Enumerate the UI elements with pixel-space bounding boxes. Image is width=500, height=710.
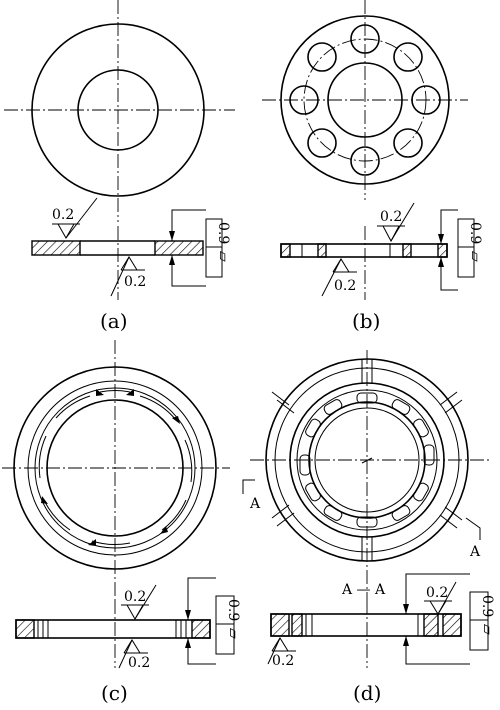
figure-caption: (d) <box>353 681 381 705</box>
tolerance-frame <box>438 209 475 291</box>
figure-d: A A A — A 0.2 0.2 <box>242 350 495 705</box>
figure-caption: (c) <box>101 681 128 705</box>
tolerance-frame <box>169 209 223 287</box>
figure-d-top-view <box>242 350 490 600</box>
roughness-value-top: 0.2 <box>52 207 74 223</box>
section-label: A — A <box>341 582 386 598</box>
figure-a: 0.2 0.2 0.9 ▱ (a) <box>4 0 235 333</box>
tolerance-value: 0.9 <box>215 222 231 244</box>
flatness-symbol: ▱ <box>215 251 231 262</box>
figure-a-section-view: 0.2 0.2 0.9 ▱ <box>31 197 231 300</box>
roughness-symbol-top <box>377 202 415 243</box>
figure-d-section-view: 0.2 0.2 0.9 ▱ <box>267 573 495 669</box>
figure-a-top-view <box>4 0 235 222</box>
roughness-symbol-top <box>121 584 157 621</box>
flatness-symbol: ▱ <box>467 251 483 262</box>
roughness-value-bottom: 0.2 <box>128 655 150 671</box>
tolerance-value: 0.9 <box>225 599 241 621</box>
tolerance-frame <box>403 573 489 665</box>
roughness-symbol-bottom <box>118 639 148 669</box>
roughness-value-top: 0.2 <box>124 589 146 605</box>
roughness-value-bottom: 0.2 <box>272 653 294 669</box>
figure-c-section-view: 0.2 0.2 0.9 ▱ <box>15 577 241 671</box>
figure-c: 0.2 0.2 0.9 ▱ (c) <box>2 340 241 705</box>
section-mark-left: A <box>249 496 261 512</box>
flatness-symbol: ▱ <box>479 624 495 635</box>
roughness-symbol-top <box>52 197 98 240</box>
roughness-symbol-bottom <box>267 637 296 665</box>
roughness-symbol-bottom <box>110 256 145 297</box>
roughness-value-bottom: 0.2 <box>124 274 146 290</box>
roughness-value-bottom: 0.2 <box>334 278 356 294</box>
figure-c-top-view <box>2 340 230 600</box>
tolerance-value: 0.9 <box>467 222 483 244</box>
figure-b: 0.2 0.2 0.9 ▱ (b) <box>262 0 483 333</box>
tolerance-value: 0.9 <box>479 595 495 617</box>
figure-b-top-view <box>262 0 468 200</box>
roughness-value-top: 0.2 <box>426 585 448 601</box>
roughness-symbol-top <box>424 581 457 615</box>
figure-b-section-view: 0.2 0.2 0.9 ▱ <box>280 202 483 300</box>
figure-caption: (a) <box>100 309 128 333</box>
tolerance-frame <box>185 577 235 665</box>
section-mark-right: A <box>469 544 481 560</box>
figure-caption: (b) <box>352 309 380 333</box>
flatness-symbol: ▱ <box>225 628 241 639</box>
roughness-symbol-bottom <box>321 258 357 297</box>
roughness-value-top: 0.2 <box>380 209 402 225</box>
